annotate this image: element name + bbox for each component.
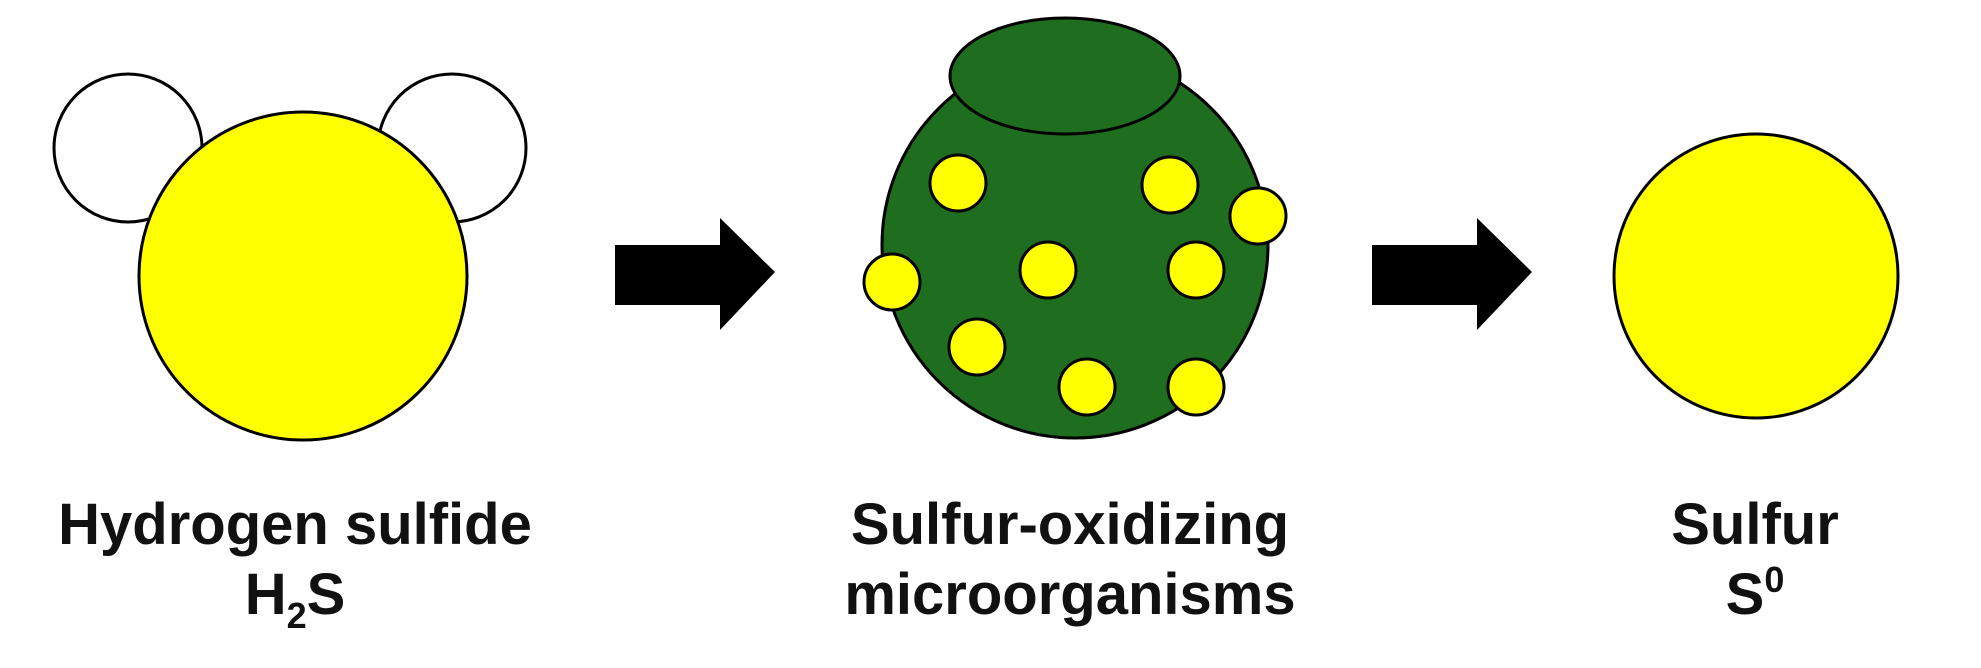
sulfur-granule [862,252,922,312]
sulfur-formula: S0 [1560,560,1950,630]
label-microorganisms: Sulfur-oxidizing microorganisms [770,490,1370,630]
microorganisms-name-line2: microorganisms [844,562,1296,627]
right-arrow-icon [1372,218,1532,330]
sulfur-granule [1018,240,1078,300]
formula-base: H [244,562,287,627]
microorganism-icon [862,16,1288,440]
sulfur-granule [1057,357,1117,417]
sulfur-granule [1228,186,1288,246]
elemental-sulfur-icon [1612,132,1900,420]
sulfur-granule [1140,155,1200,215]
sulfur-granule [1166,357,1226,417]
label-sulfur: Sulfur S0 [1560,490,1950,630]
formula-base: S [1725,562,1765,627]
sulfur-granule [1166,240,1226,300]
sulfur-name: Sulfur [1671,492,1839,557]
formula-rest: S [306,562,346,627]
hydrogen-sulfide-formula: H2S [0,560,590,634]
sulfur-granule [947,317,1007,377]
formula-superscript: 0 [1764,559,1785,600]
label-hydrogen-sulfide: Hydrogen sulfide H2S [0,490,590,634]
hydrogen-sulfide-molecule [52,72,528,442]
formula-subscript: 2 [286,595,307,636]
right-arrow-icon [615,218,775,330]
microorganisms-name-line1: Sulfur-oxidizing [850,492,1290,557]
hydrogen-sulfide-name: Hydrogen sulfide [58,492,532,557]
sulfur-granule [928,153,988,213]
microorganism-cap [948,16,1182,136]
sulfur-atom-icon [137,110,469,442]
